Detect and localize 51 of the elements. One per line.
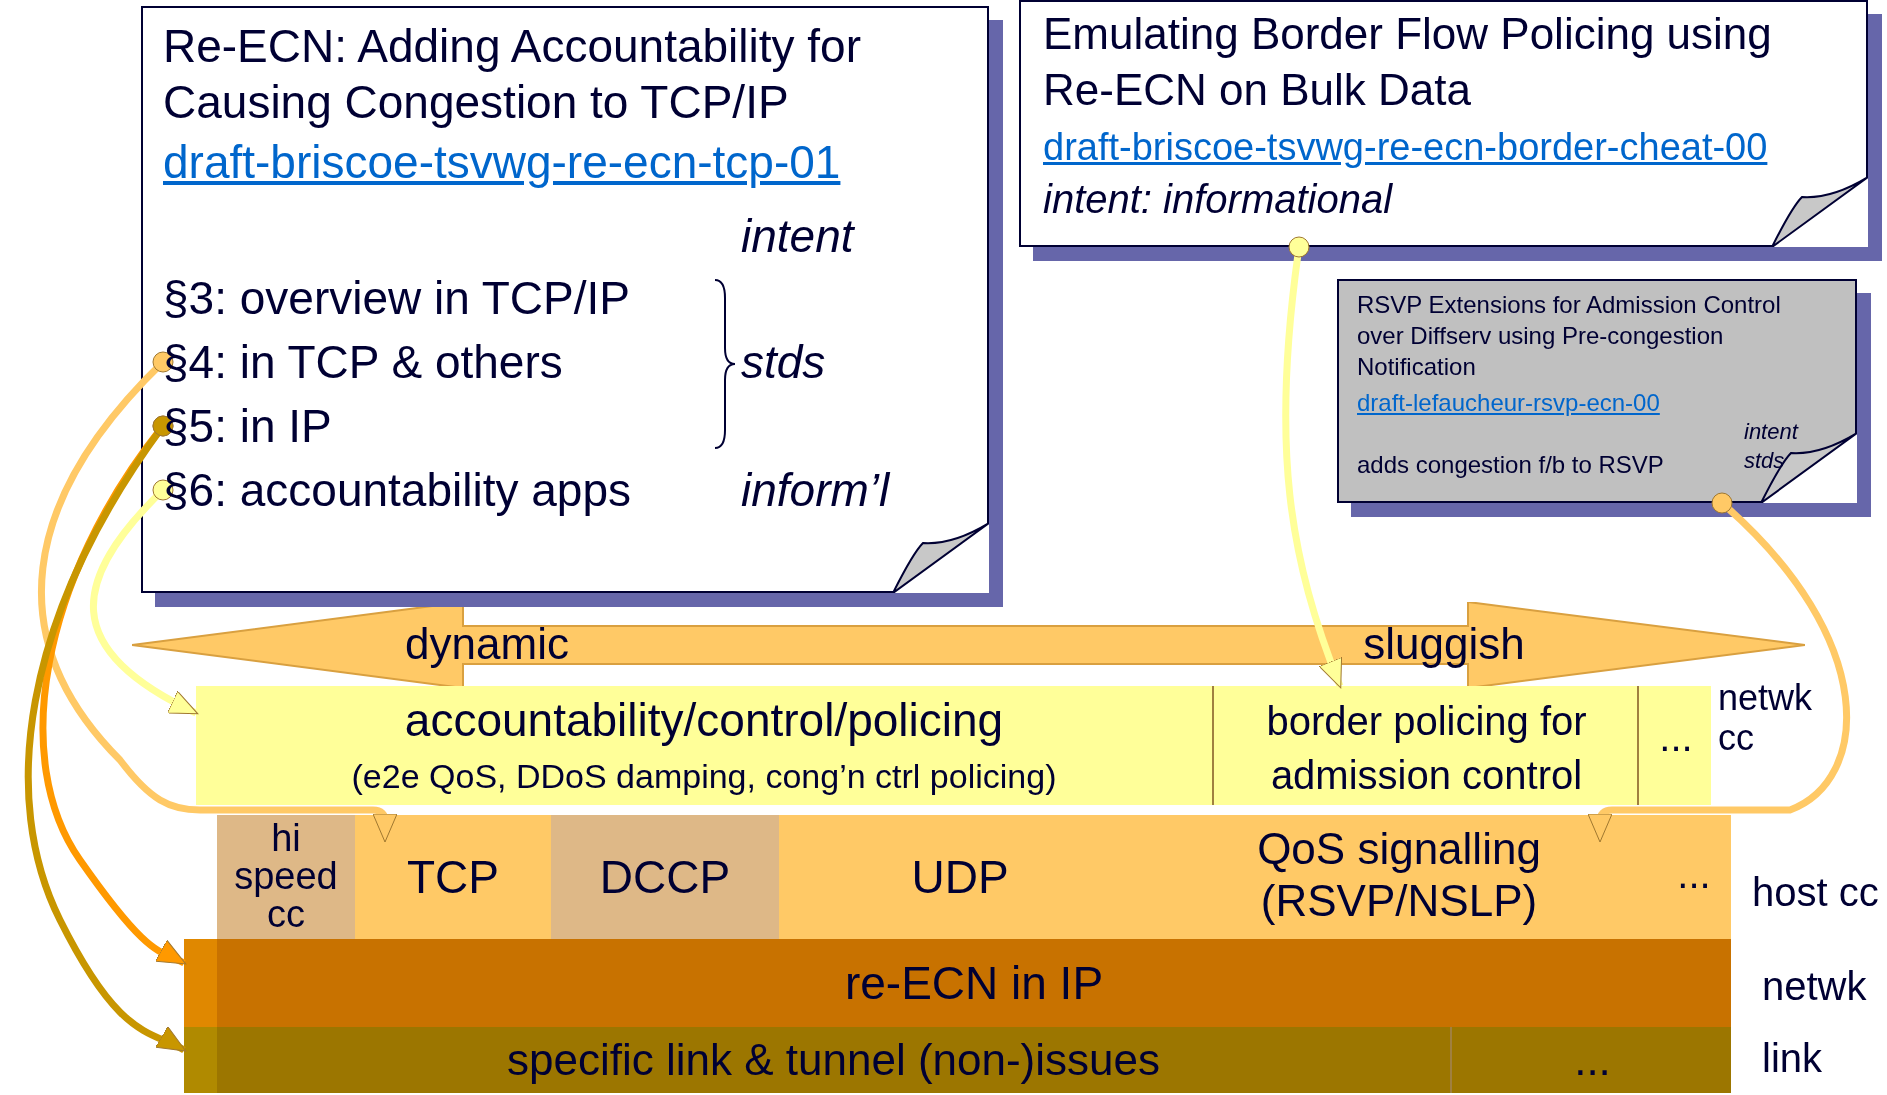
node-text: §5: in IP (163, 399, 332, 454)
protocol-box (355, 815, 551, 939)
layer-subtitle: (e2e QoS, DDoS damping, cong’n ctrl policing) (350, 756, 1058, 797)
note-text: adds congestion f/b to RSVP (1357, 450, 1664, 480)
curved-arrow (1282, 236, 1344, 689)
layer-label: link (1762, 1035, 1823, 1082)
node-text: border policing for admission control (1265, 698, 1588, 799)
intent-label: intent stds (1744, 418, 1800, 475)
node-text: TCP (406, 850, 500, 905)
node-text: DCCP (598, 850, 732, 905)
layer-box (1212, 686, 1637, 805)
node-text: ... (1658, 714, 1694, 761)
document-link: draft-lefaucheur-rsvp-ecn-00 (1357, 388, 1660, 418)
node-text: ... (1573, 1034, 1612, 1086)
arrow-label: sluggish (1362, 618, 1526, 670)
layer-label: host cc (1752, 869, 1879, 916)
node-text: §6: accountability apps (163, 463, 631, 518)
intent-label: intent: informational (1043, 176, 1393, 223)
note-title: RSVP Extensions for Admission Control over Diffserv using Pre-congestion Notification (1357, 290, 1782, 382)
protocol-box (1657, 815, 1731, 939)
layer-label: netwk cc (1718, 678, 1814, 758)
node-text: §4: in TCP & others (163, 335, 563, 390)
document-link: draft-briscoe-tsvwg-re-ecn-border-cheat-00 (1043, 125, 1768, 170)
note-title: Re-ECN: Adding Accountability for Causing Congestion to TCP/IP (163, 19, 863, 130)
arrow-label: dynamic (404, 618, 570, 670)
section-item: §3: overview in TCP/IP (163, 271, 630, 326)
curved-arrow (1587, 492, 1850, 843)
layer-label: netwk (1762, 963, 1867, 1010)
protocol-box (551, 815, 779, 939)
note-title: Emulating Border Flow Policing using Re-ECN on Bulk Data (1043, 8, 1773, 116)
curved-arrow (38, 351, 398, 843)
node-text: UDP (910, 850, 1010, 905)
node-text: accountability/control/policing (403, 693, 1005, 748)
node-text: re-ECN in IP (843, 956, 1105, 1011)
intent-label: inform’l (741, 463, 890, 518)
document-link: draft-briscoe-tsvwg-re-ecn-tcp-01 (163, 135, 841, 190)
node-text: specific link & tunnel (non-)issues (506, 1034, 1161, 1086)
node-text: ... (1676, 851, 1712, 898)
curved-arrow (90, 479, 199, 717)
node-text: hi speed cc (233, 819, 339, 933)
layer-bar (184, 939, 1731, 1027)
curved-arrow (24, 415, 187, 1054)
layer-bar (184, 1027, 1450, 1093)
protocol-box (779, 815, 1141, 939)
intent-label: intent (741, 209, 854, 264)
layer-bar (1450, 1027, 1731, 1093)
node-text: QoS signalling (RSVP/NSLP) (1256, 823, 1542, 927)
layer-box (1637, 686, 1711, 805)
layer-box (196, 686, 1212, 805)
protocol-box (217, 815, 355, 939)
intent-label: stds (741, 335, 826, 390)
